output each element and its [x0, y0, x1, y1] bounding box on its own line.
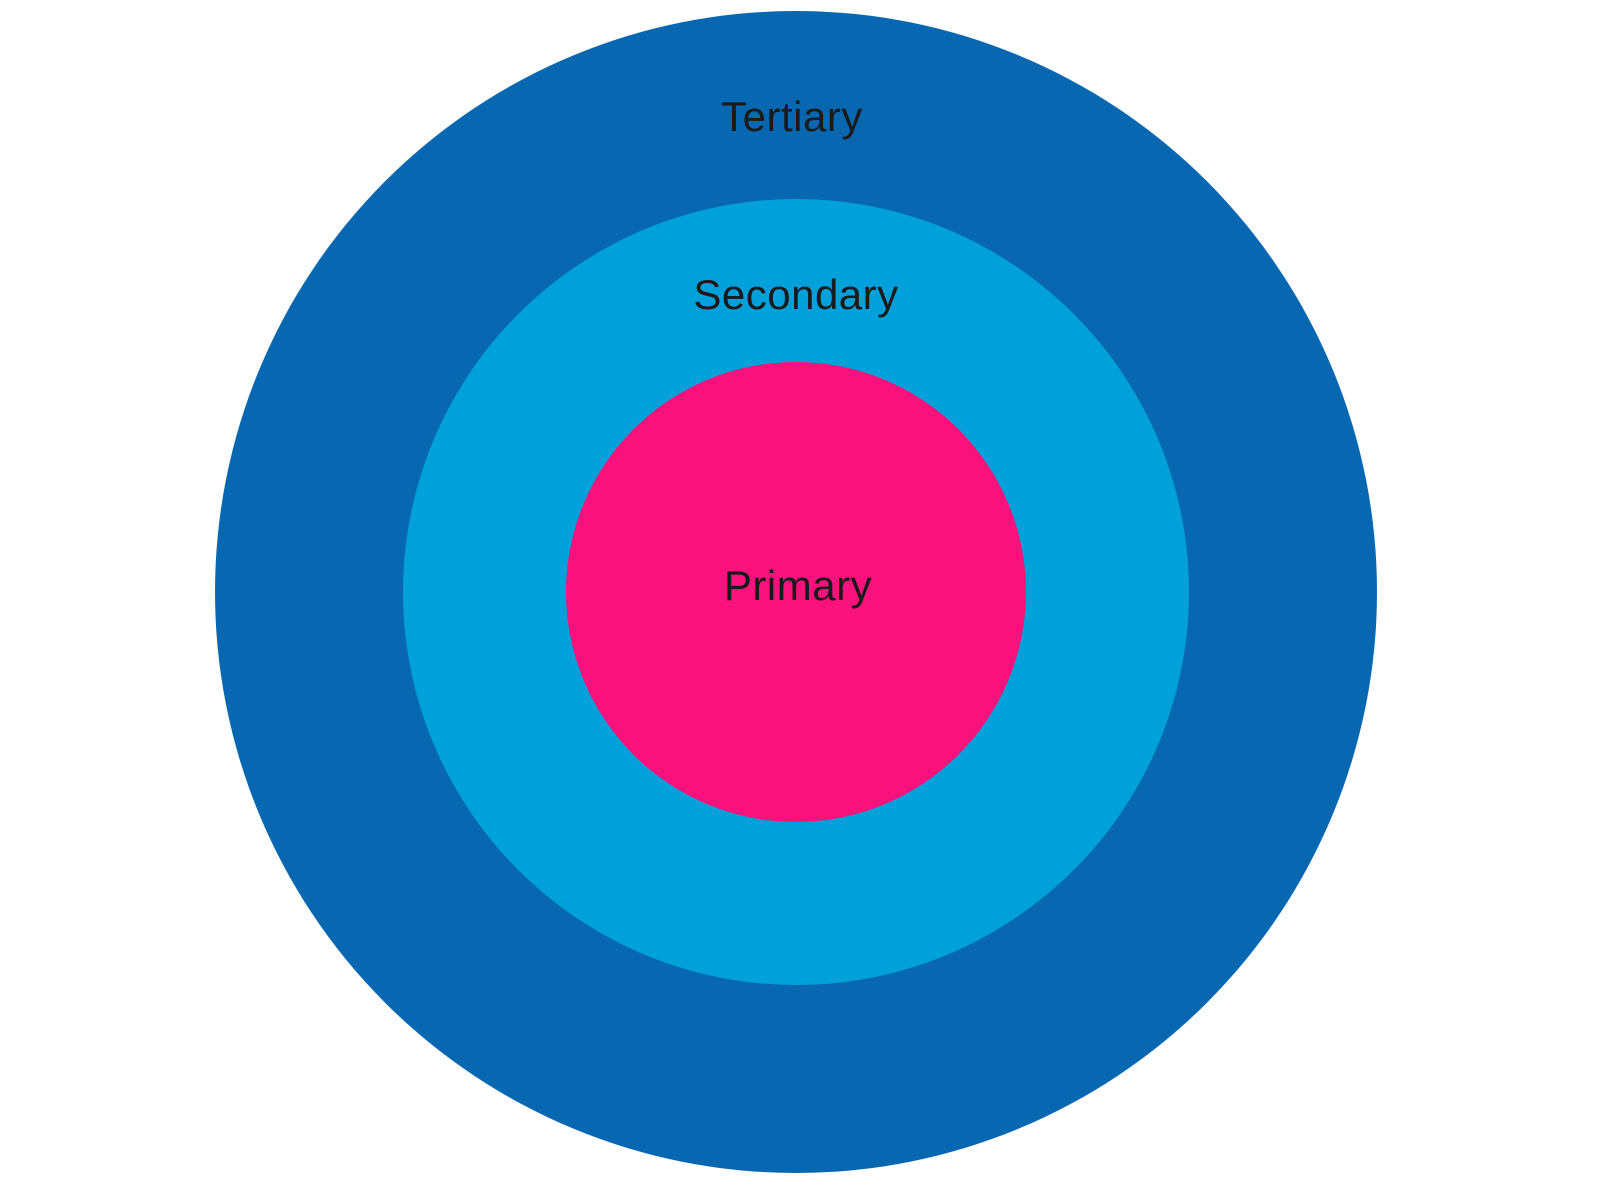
secondary-label: Secondary	[693, 271, 899, 318]
tertiary-label: Tertiary	[721, 93, 863, 140]
primary-circle	[566, 362, 1026, 822]
primary-label: Primary	[723, 562, 873, 609]
